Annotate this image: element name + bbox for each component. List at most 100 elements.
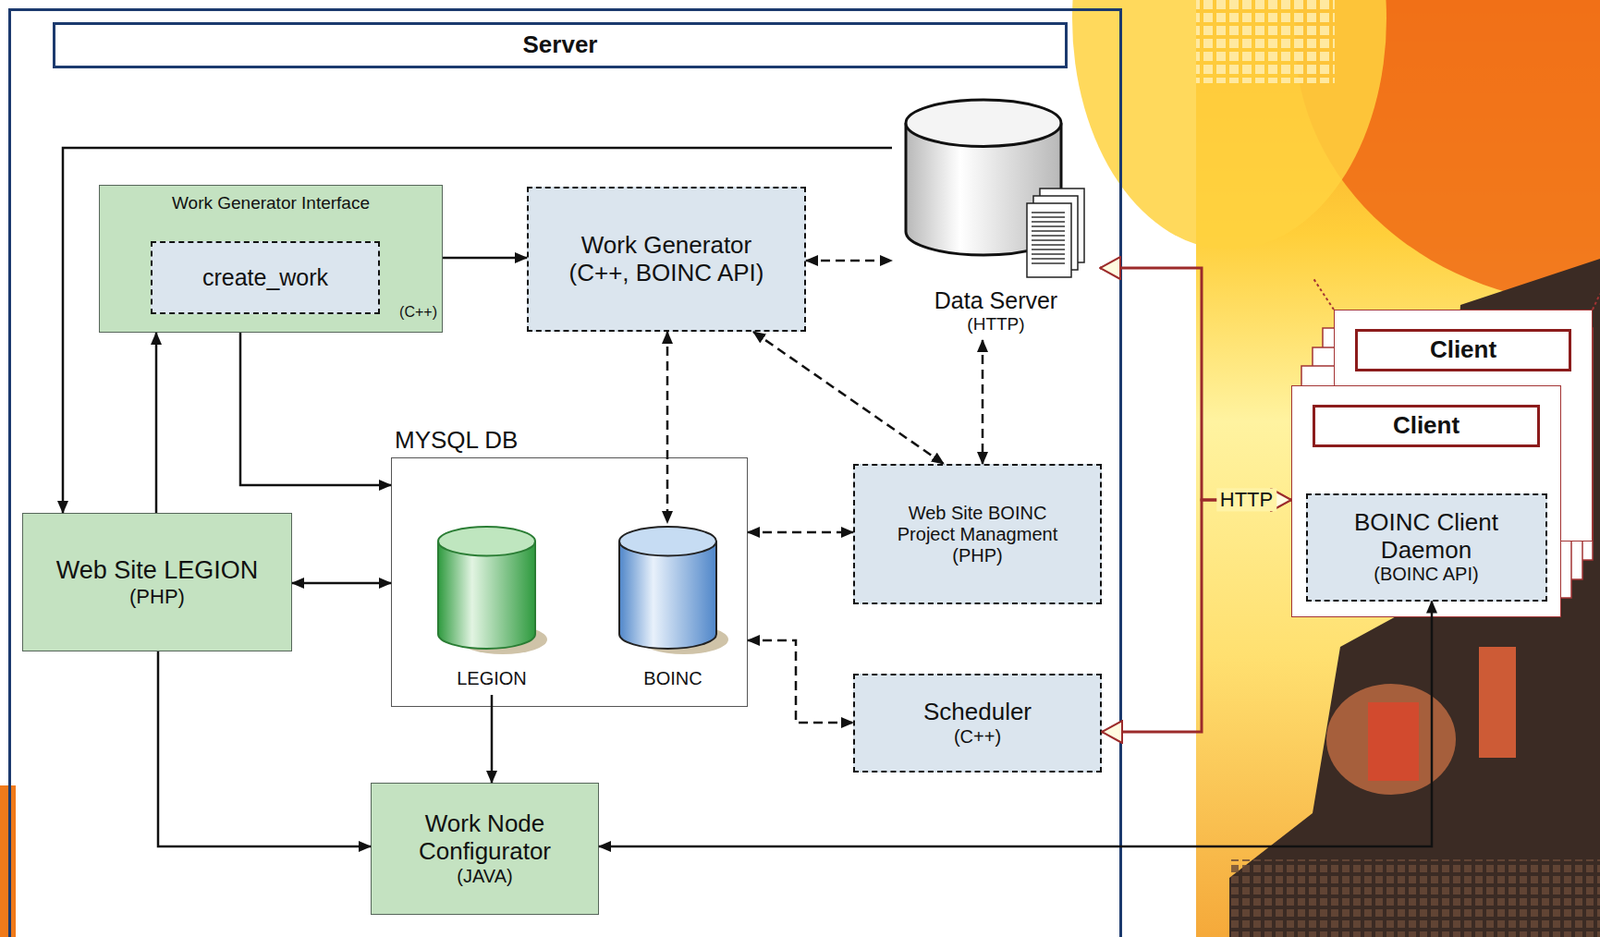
light-glow: [1326, 683, 1456, 795]
node-title: Work Node Configurator: [392, 810, 578, 867]
text-slot: (BOINC API): [1373, 563, 1478, 586]
text-frame: Work Generator Interface: [99, 193, 442, 214]
process-box: Scheduler(C++): [853, 673, 1102, 773]
edge-label: HTTP: [1216, 488, 1277, 512]
node-subtitle: (HTTP): [966, 314, 1025, 335]
node-subtitle: (C++): [953, 726, 1002, 748]
document-line: [1031, 248, 1065, 251]
text-slot: create_work: [202, 264, 329, 292]
cylinder-top: [619, 526, 717, 557]
node-title: BOINC: [643, 668, 702, 690]
connector: [747, 531, 854, 535]
text-slot: Web Site LEGION: [56, 556, 259, 586]
node-title: Work Generator Interface: [99, 193, 442, 214]
text-frame: (C++): [399, 304, 438, 321]
connector: [158, 651, 371, 847]
text-slot: Web Site BOINC Project Managment (PHP): [885, 502, 1071, 567]
text-slot: (PHP): [129, 585, 185, 609]
perspective-line: [1592, 293, 1600, 310]
document-sheet: [1026, 203, 1072, 278]
node-title: Data Server: [934, 287, 1058, 315]
pixel-pattern: [1229, 859, 1600, 937]
document-line: [1031, 220, 1065, 223]
interface-box: create_work (C++) Work Generator Interface: [98, 184, 443, 333]
node-title: BOINC Client Daemon: [1333, 509, 1519, 565]
connector: [292, 582, 391, 586]
function-box: create_work: [150, 241, 380, 315]
label-slot: HTTP: [1216, 488, 1277, 512]
text-slot: BOINC: [643, 668, 702, 690]
connector: [62, 147, 892, 513]
document-line: [1031, 253, 1065, 256]
node-title: Client: [1392, 412, 1460, 440]
connector: [806, 259, 892, 263]
process-box: Work Generator (C++, BOINC API): [526, 186, 807, 332]
node-title: MYSQL DB: [394, 427, 518, 455]
text-slot: Data Server: [934, 287, 1058, 315]
perspective-line: [1312, 277, 1334, 310]
document-line: [1031, 262, 1065, 265]
document-line: [1031, 216, 1065, 219]
cylinder-top: [438, 526, 536, 557]
process-box: Work Node Configurator(JAVA): [370, 782, 599, 916]
pixel-pattern: [1196, 0, 1335, 84]
node-title: Web Site LEGION: [56, 556, 259, 586]
cylinder-top: [905, 99, 1062, 147]
window-glow: [1367, 702, 1419, 782]
http-arrow: [1101, 500, 1292, 733]
data-server: Data Server(HTTP): [891, 97, 1100, 341]
text-slot: (JAVA): [456, 866, 513, 888]
text-frame: MYSQL DB: [394, 427, 518, 455]
http-arrow: [1099, 268, 1292, 501]
sun-glow: [1072, 0, 1387, 250]
text-frame: Server: [52, 22, 1068, 69]
document-line: [1031, 225, 1065, 228]
process-box: BOINC Client Daemon(BOINC API): [1306, 493, 1548, 602]
database-cylinder: BOINC: [608, 523, 738, 696]
node-subtitle: (BOINC API): [1373, 563, 1478, 586]
cylinder-body: [619, 541, 717, 649]
cylinder-body: [438, 541, 536, 649]
connector: [666, 331, 670, 524]
text-slot: Work Node Configurator: [392, 810, 578, 867]
node-subtitle: (C++): [399, 304, 438, 321]
connector: [981, 340, 985, 465]
document-line: [1031, 211, 1065, 214]
website-box: Web Site BOINC Project Managment (PHP): [853, 464, 1102, 605]
text-frame: Client: [1312, 404, 1540, 448]
document-line: [1031, 244, 1065, 246]
node-title: Web Site BOINC Project Managment (PHP): [885, 502, 1071, 567]
node-subtitle: (PHP): [129, 585, 185, 609]
database-cylinder: LEGION: [427, 523, 557, 696]
node-title: Server: [523, 31, 599, 60]
text-slot: BOINC Client Daemon: [1333, 509, 1519, 565]
connector: [155, 332, 159, 513]
connector: [490, 695, 494, 783]
building-silhouette: [1229, 258, 1600, 937]
node-title: Scheduler: [923, 698, 1032, 727]
window-glow: [1478, 647, 1516, 758]
connector: [240, 332, 391, 486]
client-card: BOINC Client Daemon(BOINC API) Client: [1291, 385, 1562, 618]
node-title: Work Generator (C++, BOINC API): [558, 232, 776, 288]
text-frame: Client: [1355, 329, 1572, 372]
server-frame: create_work (C++) Work Generator Interface…: [8, 8, 1123, 937]
document-line: [1031, 230, 1065, 233]
document-line: [1031, 234, 1065, 237]
node-subtitle: (JAVA): [456, 866, 513, 888]
database-group: LEGIONMYSQL DBBOINC: [390, 457, 748, 708]
connector: [753, 331, 944, 465]
document-line: [1031, 239, 1065, 242]
text-slot: LEGION: [456, 668, 527, 690]
text-slot: (HTTP): [966, 314, 1025, 335]
connector: [442, 256, 527, 260]
connector: [598, 601, 1432, 848]
node-title: LEGION: [456, 668, 527, 690]
node-title: create_work: [202, 264, 329, 292]
document-line: [1031, 257, 1065, 260]
text-slot: Work Generator (C++, BOINC API): [558, 232, 776, 288]
text-slot: Scheduler: [923, 698, 1032, 727]
text-slot: (C++): [953, 726, 1002, 748]
node-title: Client: [1429, 336, 1497, 365]
